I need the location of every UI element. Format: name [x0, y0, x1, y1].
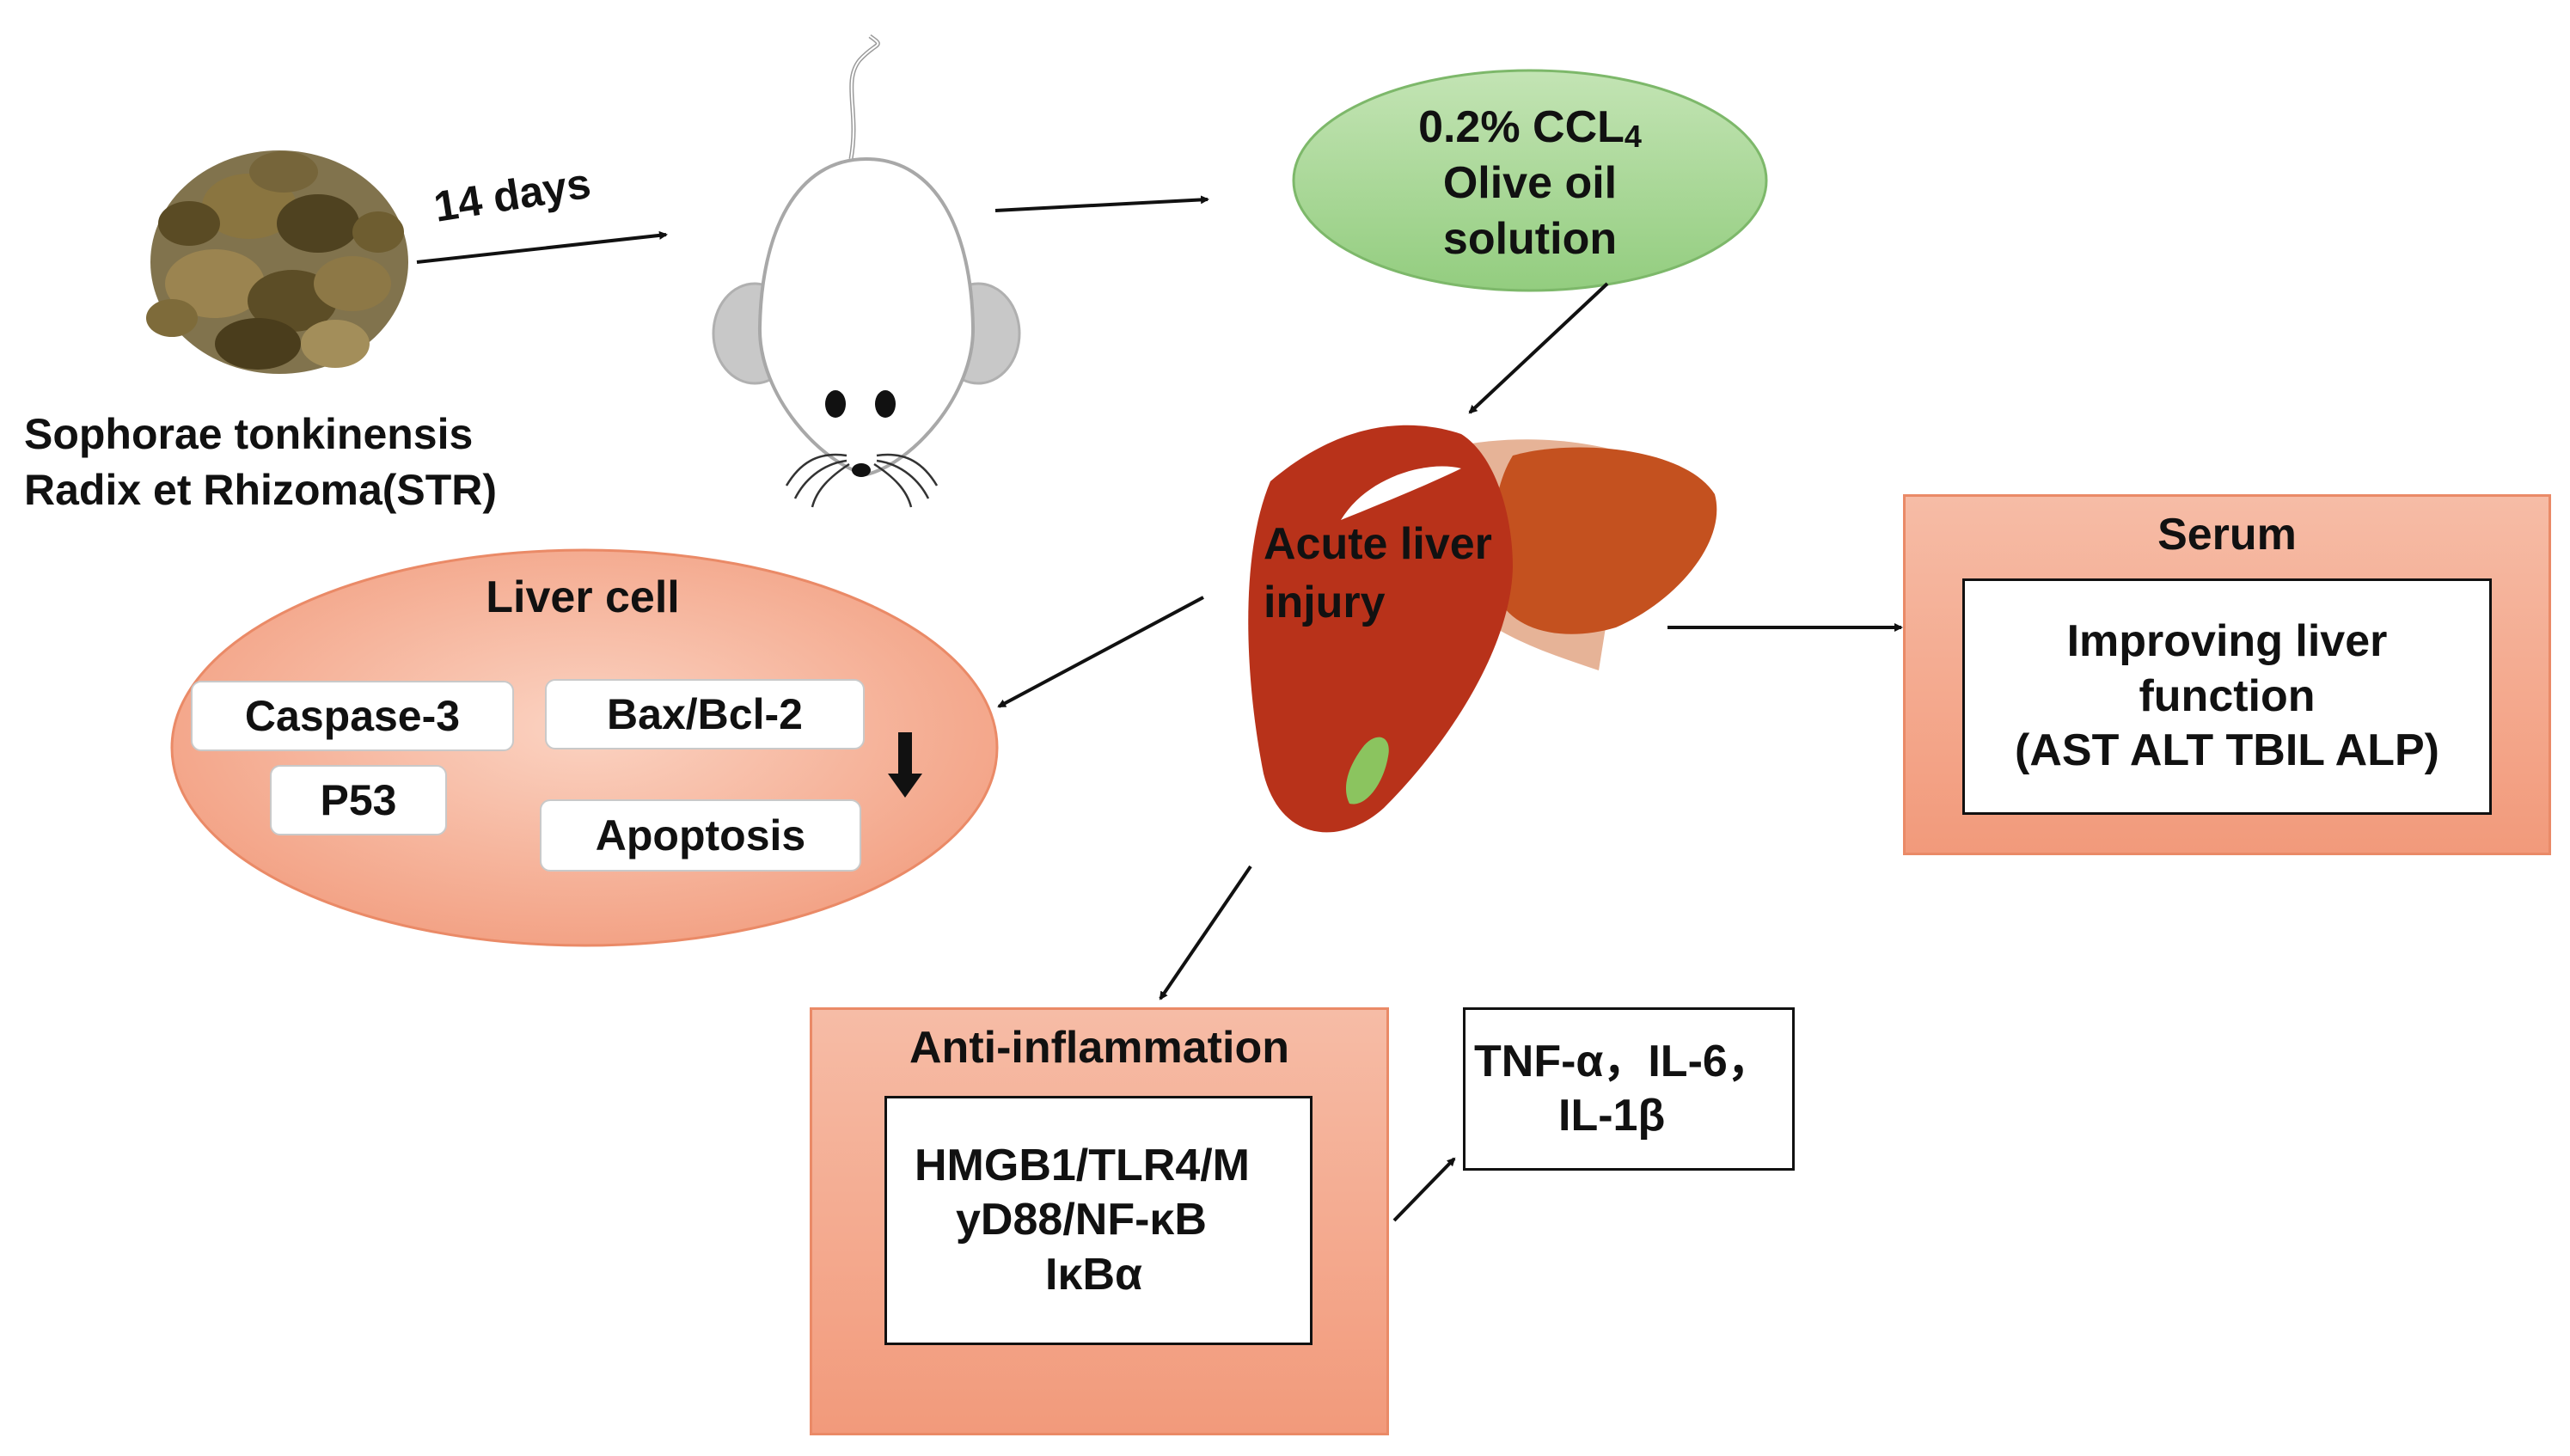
herb-image: [146, 150, 408, 374]
liver-cell-down-arrow: [888, 732, 922, 798]
serum-result-box: Improving liver function (AST ALT TBIL A…: [1962, 578, 2492, 815]
arrow-induction-to-liver: [1468, 282, 1609, 414]
arrow-herb-to-mouse: [416, 230, 668, 264]
induction-line3: solution: [1443, 214, 1617, 264]
marker-apoptosis: Apoptosis: [540, 799, 861, 872]
duration-label: 14 days: [431, 159, 594, 231]
induction-line2: Olive oil: [1443, 158, 1617, 208]
arrow-liver-to-anti-inflammation: [1159, 865, 1252, 1000]
marker-bax-bcl-2: Bax/Bcl-2: [545, 679, 865, 749]
anti-inflammation-panel: Anti-inflammation HMGB1/TLR4/M yD88/NF-κ…: [810, 1007, 1389, 1435]
serum-line3: (AST ALT TBIL ALP): [2015, 725, 2439, 776]
serum-title: Serum: [2157, 510, 2297, 560]
marker-p53: P53: [270, 765, 447, 835]
herb-name-line1: Sophorae tonkinensis: [24, 410, 473, 458]
herb-name-line2: Radix et Rhizoma(STR): [24, 466, 497, 514]
marker-caspase-3: Caspase-3: [191, 681, 514, 751]
arrow-mouse-to-induction: [994, 195, 1209, 212]
pathway-line2: yD88/NF-κB: [956, 1195, 1207, 1245]
cytokines-box: TNF-α，IL-6， IL-1β: [1463, 1007, 1795, 1171]
pathway-line3: IκBα: [1045, 1249, 1142, 1300]
mouse-illustration: [712, 34, 1021, 508]
induction-ellipse: [1292, 69, 1768, 292]
arrow-pathway-to-cytokines: [1392, 1157, 1456, 1222]
cytokines-line2: IL-1β: [1558, 1091, 1666, 1141]
serum-line2: function: [2139, 670, 2316, 721]
liver-label-line2: injury: [1264, 578, 1386, 627]
liver-cell-title: Liver cell: [486, 572, 679, 622]
liver-label-line1: Acute liver: [1264, 519, 1492, 569]
pathway-box: HMGB1/TLR4/M yD88/NF-κB IκBα: [884, 1096, 1313, 1345]
serum-panel: Serum Improving liver function (AST ALT …: [1903, 494, 2551, 855]
pathway-line1: HMGB1/TLR4/M: [915, 1140, 1250, 1190]
anti-inflammation-title: Anti-inflammation: [909, 1023, 1289, 1073]
cytokines-line1: TNF-α，IL-6，: [1474, 1036, 1772, 1086]
induction-agent: 0.2% CCL4: [1418, 102, 1642, 154]
liver-illustration: [1248, 425, 1717, 833]
serum-line1: Improving liver: [2066, 616, 2388, 667]
arrow-liver-to-liver-cell: [997, 596, 1204, 708]
